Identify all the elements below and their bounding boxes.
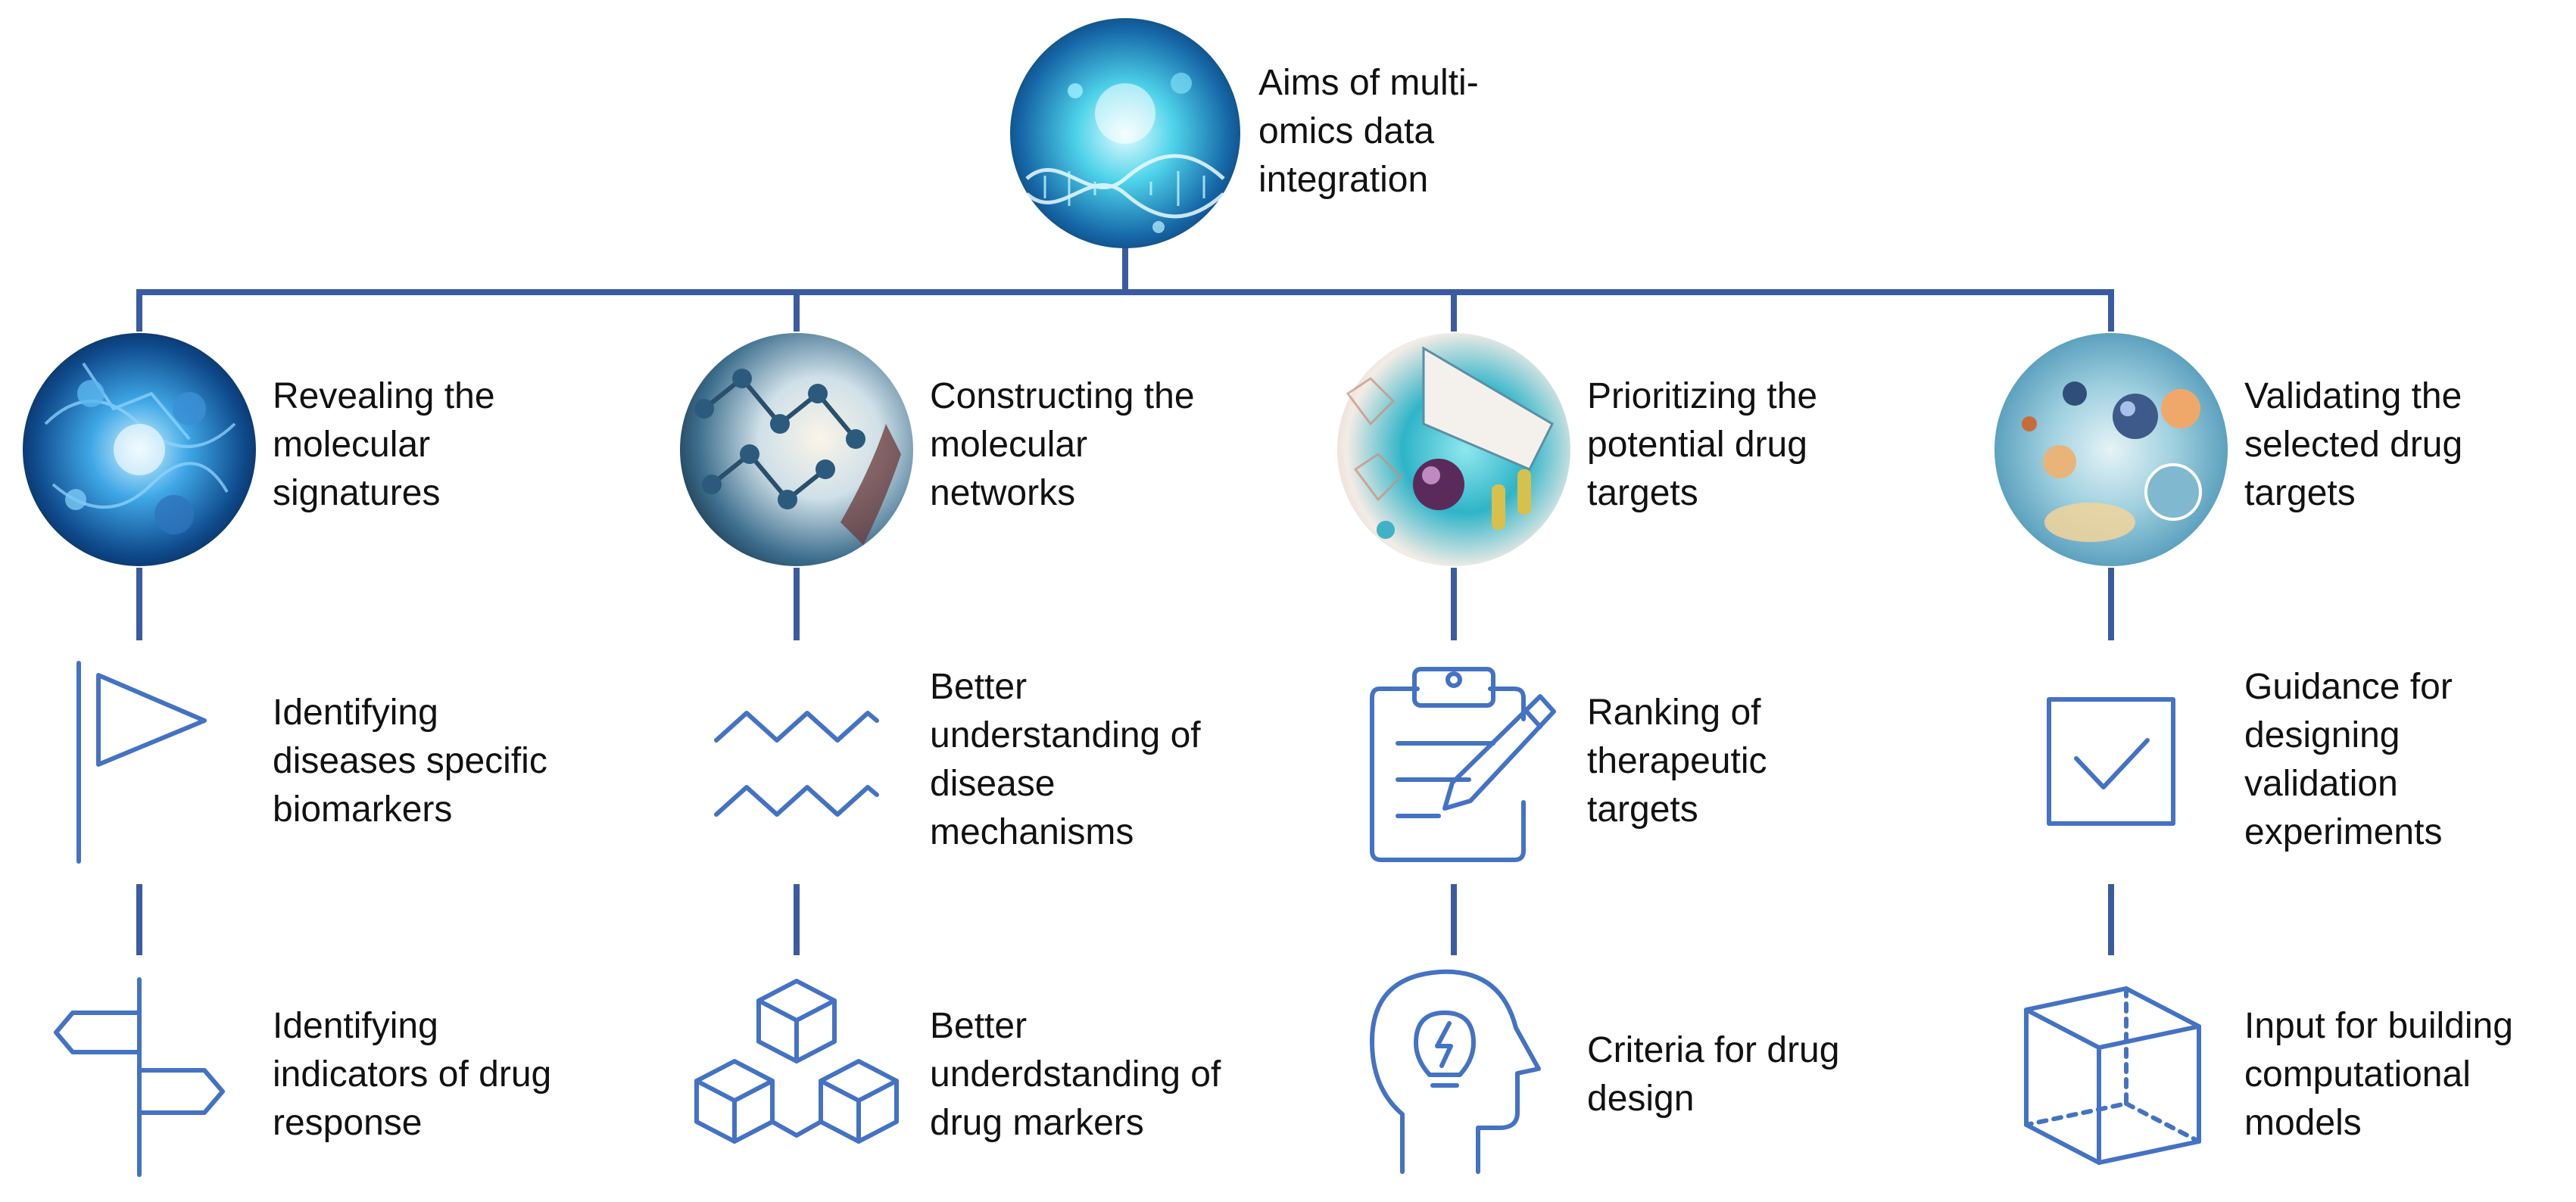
header-line: Prioritizing the	[1587, 376, 1818, 416]
item-line: understanding of	[930, 715, 1201, 755]
root-label-line: integration	[1258, 160, 1429, 200]
item-line: disease	[930, 764, 1056, 804]
header-line: molecular	[273, 425, 431, 465]
root-label-line: omics data	[1258, 111, 1435, 151]
connector-tree	[136, 247, 2114, 955]
molecular-network-image	[680, 333, 913, 566]
item-line: Guidance for	[2244, 667, 2453, 707]
header-line: molecular	[930, 425, 1088, 465]
item-line: biomarkers	[273, 789, 453, 830]
header-line: Constructing the	[930, 376, 1195, 416]
column-2-item-2: Better underdstanding of drug markers	[930, 1002, 1221, 1148]
item-line: Input for building	[2244, 1006, 2513, 1046]
column-4-item-1: Guidance for designing validation experi…	[2244, 663, 2453, 857]
root-label: Aims of multi- omics data integration	[1258, 59, 1479, 204]
column-4-header: Validating the selected drug targets	[2244, 372, 2462, 518]
item-line: Ranking of	[1587, 693, 1761, 733]
column-1-header: Revealing the molecular signatures	[273, 372, 495, 518]
root-label-line: Aims of multi-	[1258, 63, 1479, 103]
column-3-item-1: Ranking of therapeutic targets	[1587, 689, 1767, 834]
item-line: response	[273, 1103, 423, 1143]
column-1-item-1: Identifying diseases specific biomarkers	[273, 689, 547, 834]
header-line: networks	[930, 473, 1076, 513]
item-line: computational	[2244, 1054, 2471, 1095]
dna-helix-image	[1010, 18, 1240, 248]
header-line: signatures	[273, 473, 441, 513]
column-2-item-1: Better understanding of disease mechanis…	[930, 663, 1201, 857]
item-line: Identifying	[273, 693, 438, 733]
signpost-icon	[54, 977, 225, 1177]
header-line: targets	[1587, 473, 1698, 513]
clipboard-pencil-icon	[1370, 667, 1556, 862]
item-line: therapeutic	[1587, 741, 1767, 781]
wireframe-cube-icon	[2024, 986, 2201, 1165]
item-line: Criteria for drug	[1587, 1030, 1840, 1070]
head-lightbulb-icon	[1370, 969, 1541, 1174]
item-line: Better	[930, 667, 1028, 707]
column-1-item-2: Identifying indicators of drug response	[273, 1002, 551, 1148]
molecular-cells-image	[23, 333, 256, 566]
zigzag-lines-icon	[714, 711, 879, 817]
item-line: Identifying	[273, 1006, 438, 1046]
item-line: design	[1587, 1079, 1695, 1119]
item-line: targets	[1587, 789, 1698, 830]
header-line: Validating the	[2244, 376, 2462, 416]
item-line: underdstanding of	[930, 1054, 1221, 1095]
column-3-header: Prioritizing the potential drug targets	[1587, 372, 1817, 518]
cells-validation-image	[1994, 333, 2228, 566]
item-line: models	[2244, 1103, 2362, 1143]
item-line: diseases specific	[273, 741, 547, 781]
column-3-item-2: Criteria for drug design	[1587, 1026, 1839, 1123]
column-4-item-2: Input for building computational models	[2244, 1002, 2513, 1148]
header-line: Revealing the	[273, 376, 495, 416]
drug-target-image	[1337, 333, 1570, 566]
checkbox-icon	[2047, 697, 2175, 826]
item-line: drug markers	[930, 1103, 1144, 1143]
column-2-header: Constructing the molecular networks	[930, 372, 1195, 518]
item-line: indicators of drug	[273, 1054, 552, 1095]
item-line: validation	[2244, 764, 2398, 804]
item-line: experiments	[2244, 812, 2443, 852]
header-line: selected drug	[2244, 425, 2463, 465]
item-line: designing	[2244, 715, 2400, 755]
header-line: potential drug	[1587, 425, 1807, 465]
flag-icon	[76, 661, 207, 864]
item-line: mechanisms	[930, 812, 1134, 852]
header-line: targets	[2244, 473, 2356, 513]
stacked-cubes-icon	[694, 979, 899, 1144]
item-line: Better	[930, 1006, 1028, 1046]
